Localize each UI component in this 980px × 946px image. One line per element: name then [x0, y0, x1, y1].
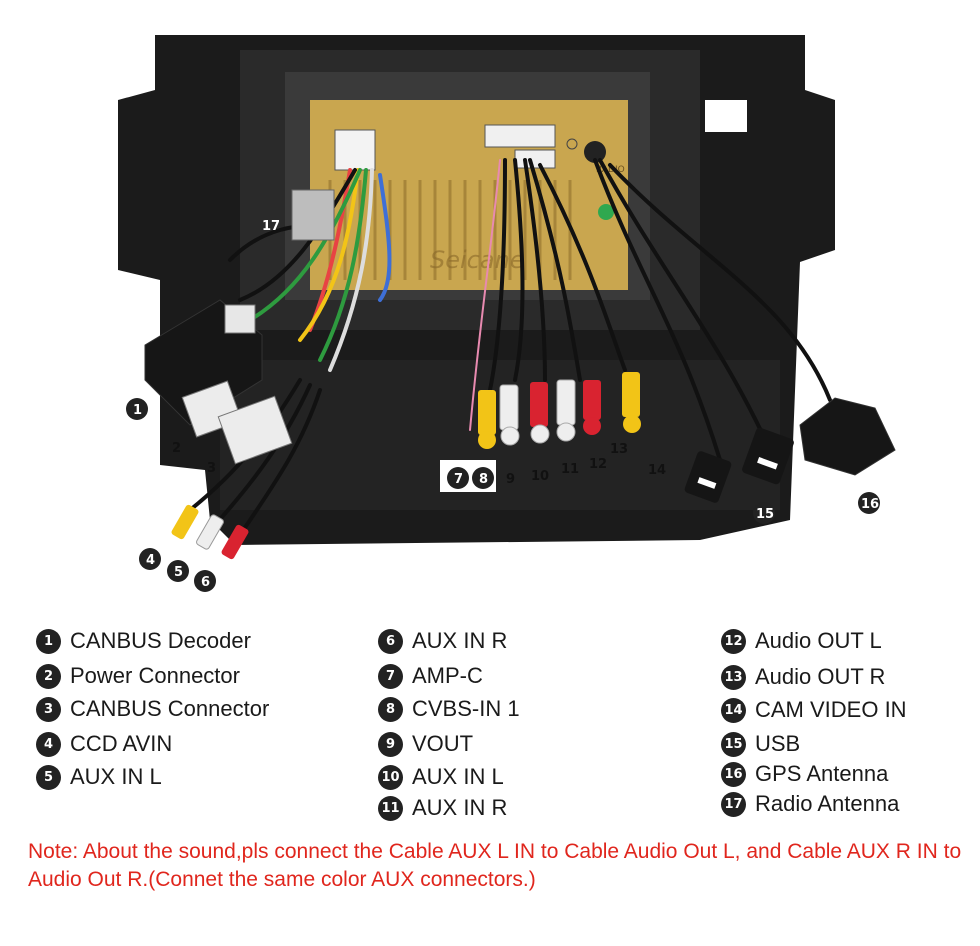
number-badge: 3: [36, 696, 61, 722]
legend-item: 12 Audio OUT L: [721, 627, 882, 655]
legend-item: 3 CANBUS Connector: [36, 695, 269, 723]
photo-marker: 11: [561, 462, 579, 477]
number-badge: 4: [36, 731, 61, 757]
photo-marker: 10: [531, 469, 549, 484]
watermark: Seicane: [430, 246, 525, 274]
legend-label: AUX IN R: [412, 795, 508, 820]
usb-plug: [684, 451, 732, 503]
legend-label: Radio Antenna: [755, 791, 900, 816]
legend-label: AUX IN R: [412, 628, 508, 653]
legend-label: CANBUS Decoder: [70, 628, 251, 653]
photo-marker: 16: [861, 497, 879, 512]
frame-cutout: [705, 100, 747, 132]
photo-marker: 1: [133, 403, 142, 418]
photo-marker: 3: [207, 461, 216, 476]
head-unit-label: RADIO: [596, 165, 625, 175]
legend: 1 CANBUS Decoder 2 Power Connector 3 CAN…: [0, 623, 980, 833]
legend-label: Audio OUT L: [755, 628, 882, 653]
legend-item: 15 USB: [721, 730, 800, 758]
number-badge: 9: [378, 731, 403, 757]
legend-item: 11 AUX IN R: [378, 794, 507, 822]
photo-marker: 13: [610, 442, 628, 457]
legend-item: 4 CCD AVIN: [36, 730, 172, 758]
photo-marker: 15: [756, 507, 774, 522]
legend-item: 7 AMP-C: [378, 662, 483, 690]
gps-antenna: [799, 397, 896, 476]
legend-item: 1 CANBUS Decoder: [36, 627, 251, 655]
photo-marker: 14: [648, 463, 666, 478]
photo-marker: 6: [201, 575, 210, 590]
legend-label: CAM VIDEO IN: [755, 697, 907, 722]
legend-label: CANBUS Connector: [70, 696, 270, 721]
number-badge: 8: [378, 696, 403, 722]
number-badge: 15: [721, 731, 746, 757]
number-badge: 12: [721, 628, 746, 654]
photo-marker: 2: [172, 441, 181, 456]
number-badge: 13: [721, 664, 746, 690]
legend-label: AUX IN L: [412, 764, 504, 789]
photo-marker: 12: [589, 457, 607, 472]
number-badge: 10: [378, 764, 403, 790]
number-badge: 5: [36, 764, 61, 790]
legend-item: 17 Radio Antenna: [721, 790, 899, 818]
number-badge: 2: [36, 663, 61, 689]
legend-item: 6 AUX IN R: [378, 627, 507, 655]
usb-plug: [742, 427, 794, 485]
number-badge: 1: [36, 628, 61, 654]
sound-note: Note: About the sound,pls connect the Ca…: [28, 840, 962, 891]
legend-label: CCD AVIN: [70, 731, 173, 756]
legend-label: AMP-C: [412, 663, 483, 688]
legend-item: 9 VOUT: [378, 730, 473, 758]
legend-label: USB: [755, 731, 801, 756]
legend-label: VOUT: [412, 731, 474, 756]
rca-plug-group: [478, 372, 641, 449]
legend-label: Power Connector: [70, 663, 240, 688]
legend-item: 2 Power Connector: [36, 662, 240, 690]
number-badge: 6: [378, 628, 403, 654]
legend-item: 10 AUX IN L: [378, 763, 504, 791]
legend-label: CVBS-IN 1: [412, 696, 520, 721]
legend-item: 8 CVBS-IN 1: [378, 695, 520, 723]
legend-item: 5 AUX IN L: [36, 763, 162, 791]
photo-marker: 7: [454, 472, 463, 487]
number-badge: 16: [721, 761, 746, 787]
legend-label: AUX IN L: [70, 764, 162, 789]
legend-item: 16 GPS Antenna: [721, 760, 888, 788]
photo-marker-group: 1 2 3 4 5 6 7 8 9 10 11 12 13 14 15 16 1…: [126, 219, 880, 592]
product-photo: Seicane RADIO: [118, 35, 896, 592]
legend-item: 14 CAM VIDEO IN: [721, 696, 907, 724]
number-badge: 7: [378, 663, 403, 689]
legend-label: Audio OUT R: [755, 664, 886, 689]
photo-marker: 5: [174, 565, 183, 580]
photo-marker: 9: [506, 472, 515, 487]
legend-item: 13 Audio OUT R: [721, 663, 885, 691]
legend-label: GPS Antenna: [755, 761, 889, 786]
number-badge: 14: [721, 697, 746, 723]
number-badge: 17: [721, 791, 746, 817]
photo-marker: 17: [262, 219, 280, 234]
photo-marker: 8: [479, 472, 488, 487]
number-badge: 11: [378, 795, 403, 821]
photo-marker: 4: [146, 553, 155, 568]
